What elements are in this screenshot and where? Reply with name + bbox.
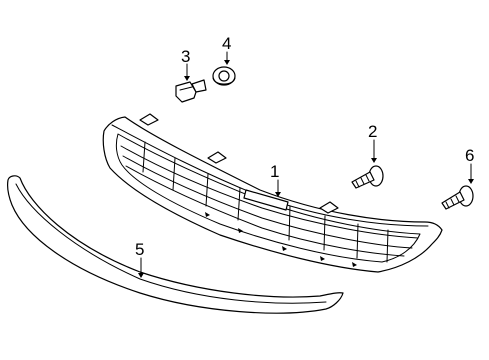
grommet-nut-icon	[212, 66, 236, 86]
screw-with-washer-icon	[351, 165, 384, 189]
push-pin-retainer-icon	[175, 79, 207, 103]
callout-5: 5	[135, 240, 144, 259]
callout-1: 1	[270, 162, 279, 181]
callout-2: 2	[368, 122, 377, 141]
callout-6: 6	[465, 146, 474, 165]
grille-assembly-icon	[102, 113, 443, 273]
lower-molding-strip-icon	[7, 175, 344, 314]
leader-arrows	[138, 51, 474, 278]
screw-with-washer-icon	[441, 185, 474, 210]
callout-3: 3	[181, 47, 190, 66]
callout-4: 4	[222, 34, 231, 53]
